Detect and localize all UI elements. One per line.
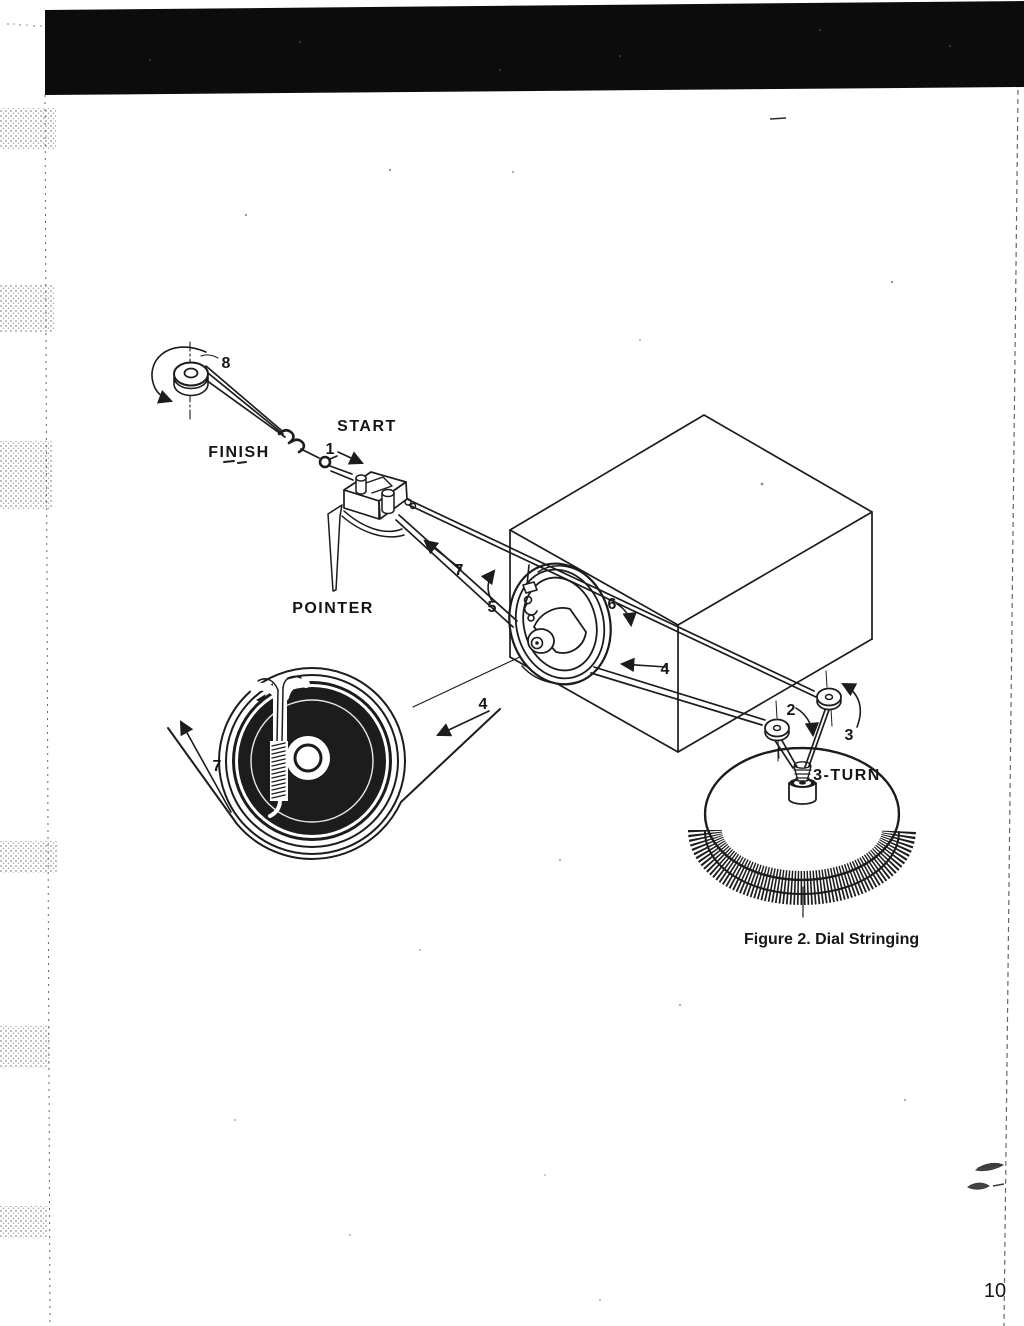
label-start: START — [337, 418, 397, 435]
drive-pulley — [508, 562, 612, 686]
label-2: 2 — [787, 702, 796, 719]
label-5: 5 — [488, 599, 497, 616]
string-end-hook — [256, 694, 266, 703]
left-page-edge-line — [44, 94, 51, 1326]
arrow-4-closeup — [436, 710, 490, 737]
figure-caption: Figure 2. Dial Stringing — [744, 931, 919, 948]
chassis-box — [509, 414, 873, 753]
drum-knurl — [688, 828, 916, 905]
label-1: 1 — [326, 441, 335, 458]
cord-eyelet — [318, 455, 332, 469]
label-finish: FINISH — [208, 444, 269, 461]
arrow-3 — [841, 682, 861, 728]
label-7-closeup: 7 — [213, 758, 222, 775]
pencil-smudges — [967, 1162, 1005, 1190]
dial-cord-upper-run — [205, 365, 354, 481]
idler-pulley-3 — [816, 670, 842, 727]
tuning-drum — [688, 706, 916, 918]
label-8: 8 — [222, 355, 231, 372]
label-3-turn: 3-TURN — [813, 767, 881, 784]
page-number: 10 — [984, 1280, 1006, 1302]
arrow-6 — [616, 603, 637, 628]
arrow-2 — [795, 707, 820, 738]
pointer-carriage — [327, 471, 417, 592]
finish-underline-dashes — [223, 460, 247, 464]
carriage-post — [355, 474, 367, 495]
label-3: 3 — [845, 727, 854, 744]
label-8-leader — [200, 354, 219, 359]
stray-dash-mark — [769, 117, 787, 120]
label-7: 7 — [455, 562, 464, 579]
arrow-1 — [337, 451, 364, 465]
arrow-7 — [423, 539, 462, 570]
carriage-post — [381, 488, 395, 515]
sequence-arrows — [179, 451, 861, 813]
rotation-arrow-8 — [151, 346, 207, 404]
closeup-string — [167, 708, 501, 860]
scan-noise-bands — [0, 108, 58, 1238]
drum-cords — [773, 706, 831, 769]
carriage-strap — [341, 510, 405, 538]
idler-pulley-2 — [764, 700, 790, 759]
cord-clamp — [522, 564, 538, 622]
label-6: 6 — [608, 596, 617, 613]
arrow-7-closeup — [179, 720, 232, 813]
drum-shaft-post — [788, 778, 817, 805]
label-pointer: POINTER — [292, 600, 374, 617]
dial-pulley-closeup — [167, 667, 501, 860]
header-bar — [45, 1, 1024, 95]
right-page-edge-line — [1003, 89, 1019, 1326]
clamp-screw — [404, 498, 417, 510]
figure-labels: 8 START FINISH 1 POINTER 7 5 6 4 2 3 3-T… — [208, 355, 881, 784]
scan-specks — [7, 23, 906, 1301]
tuning-shaft-pulley — [151, 341, 219, 421]
tension-spring — [271, 742, 286, 799]
arrow-4 — [619, 657, 667, 673]
arrow-5 — [480, 569, 496, 602]
pointer-needle — [327, 504, 343, 592]
label-4-closeup: 4 — [479, 696, 488, 713]
label-4: 4 — [661, 661, 670, 678]
dial-cord-runs — [395, 498, 817, 726]
